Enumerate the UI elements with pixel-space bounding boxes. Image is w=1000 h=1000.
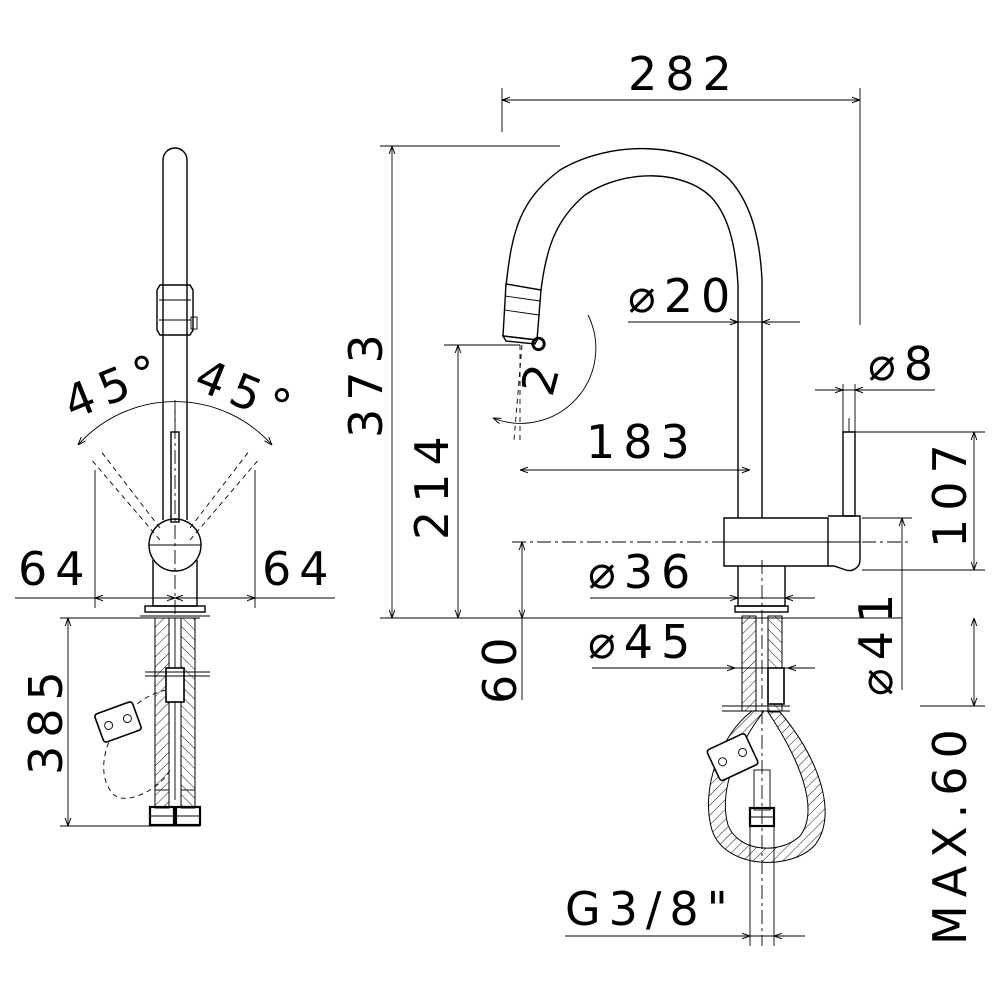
dim-dia-45: ⌀45 xyxy=(588,615,698,669)
dim-dia-41: ⌀41 xyxy=(849,586,903,696)
dim-282: 282 xyxy=(628,47,740,101)
dim-183: 183 xyxy=(586,415,698,469)
hose-385-label: 385 xyxy=(19,663,73,775)
dim-dia-8: ⌀8 xyxy=(868,337,941,391)
dim-60: 60 xyxy=(473,629,527,704)
dim-dia-36: ⌀36 xyxy=(588,545,698,599)
dim-373: 373 xyxy=(339,326,393,438)
right-angle-label: 45° xyxy=(188,348,306,438)
dim-thread: G3/8" xyxy=(565,882,736,936)
front-view xyxy=(78,147,272,827)
left-64-label: 64 xyxy=(18,542,93,596)
dim-214: 214 xyxy=(405,428,459,540)
dim-dia-20: ⌀20 xyxy=(628,269,738,323)
dim-max-60: MAX.60 xyxy=(923,721,977,945)
side-dimension-lines xyxy=(380,88,985,946)
front-dimension-lines xyxy=(15,470,335,827)
dim-107: 107 xyxy=(923,436,977,548)
dim-angle-2: 2° xyxy=(510,321,580,401)
side-view xyxy=(493,148,910,946)
right-64-label: 64 xyxy=(262,542,337,596)
